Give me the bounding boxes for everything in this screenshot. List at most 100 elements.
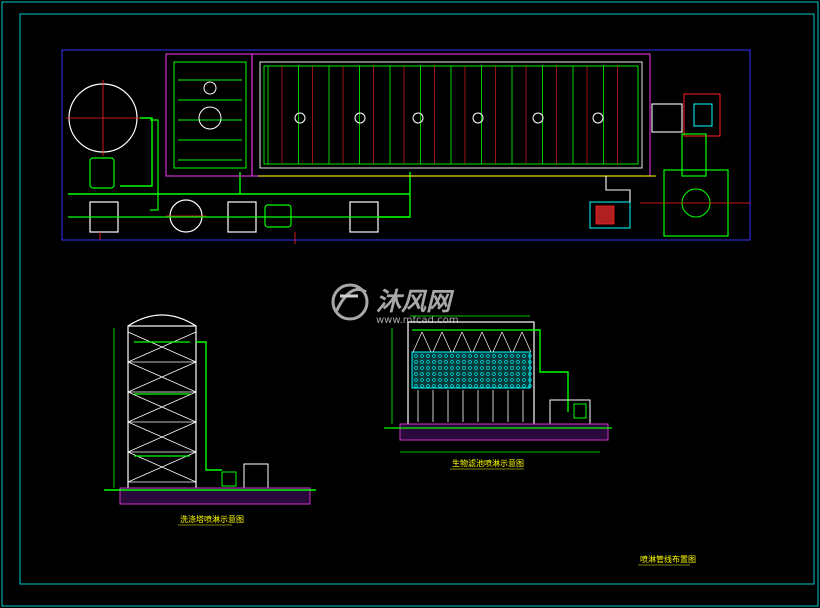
media-particle [486, 384, 490, 388]
media-particle [492, 360, 496, 364]
media-particle [510, 354, 514, 358]
media-particle [498, 384, 502, 388]
media-particle [456, 366, 460, 370]
biofilter-cells [267, 66, 618, 164]
media-particle [498, 360, 502, 364]
media-particle [420, 378, 424, 382]
cell-nozzle [354, 112, 366, 124]
media-particle [528, 360, 532, 364]
tower-foundation [119, 487, 311, 505]
media-particle [426, 372, 430, 376]
bio-media-pattern [414, 354, 532, 388]
media-particle [522, 372, 526, 376]
media-particle [516, 372, 520, 376]
media-particle [450, 378, 454, 382]
drawing-border [19, 13, 815, 585]
media-particle [450, 372, 454, 376]
media-particle [420, 366, 424, 370]
media-particle [486, 360, 490, 364]
media-particle [420, 384, 424, 388]
media-particle [468, 384, 472, 388]
media-particle [420, 354, 424, 358]
media-particle [504, 354, 508, 358]
cell-nozzle [532, 112, 544, 124]
media-particle [426, 366, 430, 370]
media-particle [456, 372, 460, 376]
media-particle [492, 372, 496, 376]
media-particle [426, 384, 430, 388]
media-particle [468, 378, 472, 382]
spray-cone [492, 331, 512, 353]
bio-pump [573, 403, 587, 419]
media-particle [414, 360, 418, 364]
media-particle [510, 384, 514, 388]
media-particle [498, 378, 502, 382]
spray-cone [472, 331, 492, 353]
biofilter-pool-inner [259, 61, 643, 169]
spray-cone [512, 331, 532, 353]
bio-riser [530, 329, 569, 412]
media-particle [414, 378, 418, 382]
bio-media-bed [411, 351, 531, 389]
media-particle [468, 372, 472, 376]
pipe-loop [150, 119, 159, 211]
media-particle [510, 366, 514, 370]
media-particle [528, 384, 532, 388]
media-particle [522, 378, 526, 382]
media-particle [498, 366, 502, 370]
media-particle [504, 384, 508, 388]
media-particle [486, 354, 490, 358]
tower-elevation: 洗涤塔喷淋示意图 [104, 314, 316, 526]
media-particle [444, 354, 448, 358]
media-particle [456, 384, 460, 388]
media-particle [450, 360, 454, 364]
media-particle [522, 384, 526, 388]
media-particle [426, 354, 430, 358]
nozzle-2 [198, 106, 222, 130]
truss-diag [127, 391, 197, 423]
media-particle [456, 378, 460, 382]
media-particle [510, 360, 514, 364]
media-particle [522, 354, 526, 358]
tower-riser [196, 341, 222, 471]
media-particle [480, 366, 484, 370]
media-particle [480, 354, 484, 358]
media-particle [450, 354, 454, 358]
truss-diag [127, 331, 197, 363]
media-particle [504, 366, 508, 370]
media-particle [504, 372, 508, 376]
media-particle [462, 354, 466, 358]
truss-diag [127, 361, 197, 393]
brand-logo-icon [331, 283, 369, 321]
media-particle [516, 378, 520, 382]
media-particle [474, 366, 478, 370]
media-particle [456, 360, 460, 364]
bio-foundation [399, 423, 609, 441]
media-particle [444, 366, 448, 370]
bio-lower-cells [417, 390, 524, 422]
pump-unit [264, 204, 292, 228]
media-particle [516, 384, 520, 388]
vessel-small [89, 157, 115, 189]
media-particle [528, 366, 532, 370]
media-particle [462, 378, 466, 382]
spray-cone [412, 331, 432, 353]
bio-spray-cones [412, 331, 532, 353]
media-particle [414, 384, 418, 388]
media-particle [474, 360, 478, 364]
media-particle [450, 366, 454, 370]
brand-url: www.mfcad.com [376, 315, 459, 326]
media-particle [474, 354, 478, 358]
media-particle [528, 372, 532, 376]
cell-nozzle [592, 112, 604, 124]
cell-nozzle [294, 112, 306, 124]
media-particle [456, 354, 460, 358]
small-fan-motor [595, 205, 615, 225]
media-particle [492, 384, 496, 388]
media-particle [438, 366, 442, 370]
truss-diag [127, 451, 197, 483]
media-particle [426, 360, 430, 364]
fan-motor [683, 93, 721, 137]
